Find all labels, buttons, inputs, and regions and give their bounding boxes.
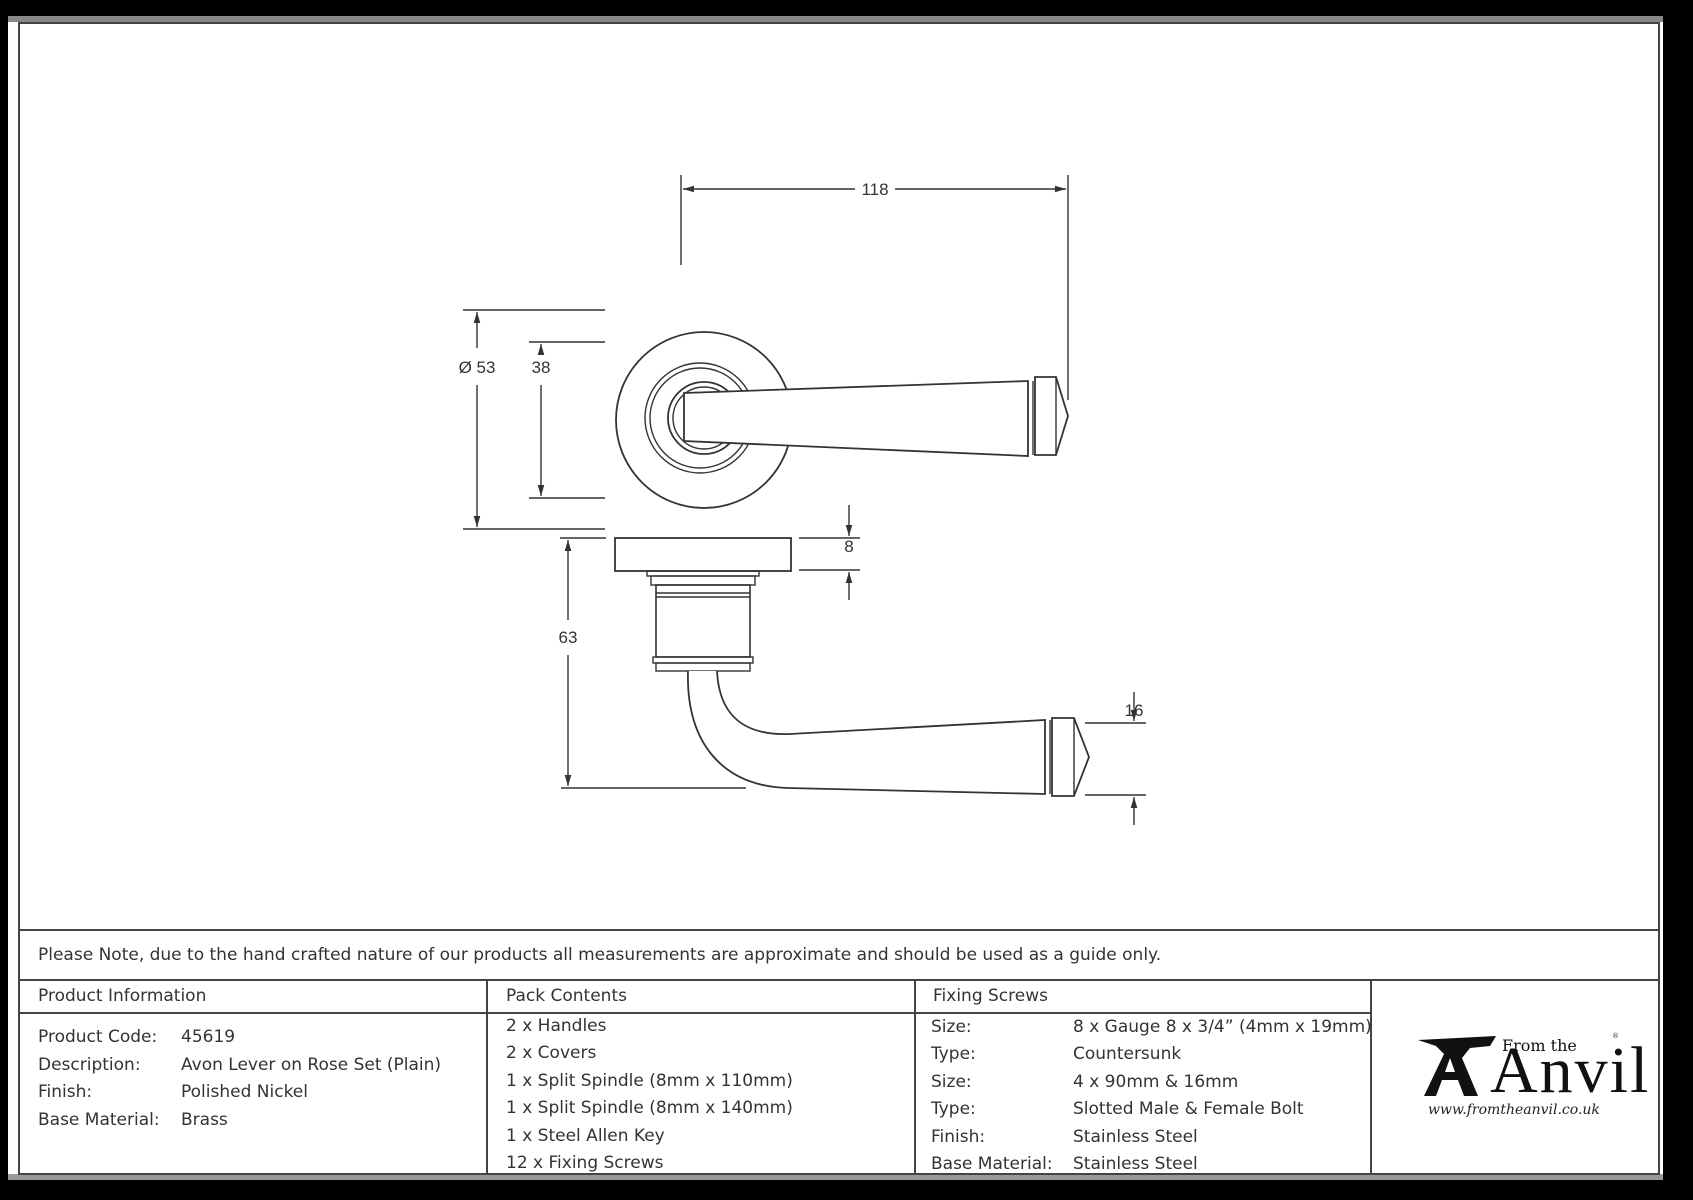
table-header-line [18, 1012, 1370, 1014]
screw-finish-label: Finish: [931, 1127, 986, 1147]
pack-item: 12 x Fixing Screws [506, 1153, 664, 1173]
finish-label: Finish: [38, 1082, 93, 1102]
product-code-label: Product Code: [38, 1027, 158, 1047]
description-label: Description: [38, 1055, 141, 1075]
product-info-header: Product Information [38, 986, 207, 1006]
description-value: Avon Lever on Rose Set (Plain) [181, 1055, 442, 1075]
pack-item: 1 x Steel Allen Key [506, 1126, 665, 1146]
logo-url: www.fromtheanvil.co.uk [1428, 1102, 1600, 1118]
pack-contents-header: Pack Contents [506, 986, 627, 1006]
technical-drawing: 118 Ø 53 38 8 63 16 [459, 175, 1146, 825]
screw-base-material-value: Stainless Steel [1073, 1154, 1198, 1174]
bolt-size-label: Size: [931, 1072, 972, 1092]
dim-projection: 63 [559, 628, 578, 647]
screw-type-value: Countersunk [1073, 1044, 1182, 1064]
table-top-line [18, 979, 1660, 981]
registered-mark: ® [1612, 1032, 1619, 1040]
fixing-screws-header: Fixing Screws [933, 986, 1048, 1006]
measurement-note: Please Note, due to the hand crafted nat… [38, 945, 1162, 965]
base-material-value: Brass [181, 1110, 228, 1130]
col-divider-1 [486, 979, 488, 1175]
dim-inner-rose: 38 [532, 358, 551, 377]
dim-rose-diameter: Ø 53 [459, 358, 496, 377]
pack-item: 2 x Covers [506, 1043, 597, 1063]
screw-size-value: 8 x Gauge 8 x 3/4” (4mm x 19mm) [1073, 1017, 1372, 1037]
pack-item: 2 x Handles [506, 1016, 607, 1036]
base-material-label: Base Material: [38, 1110, 160, 1130]
screw-size-label: Size: [931, 1017, 972, 1037]
product-code-value: 45619 [181, 1027, 236, 1047]
drawing-frame [18, 22, 1660, 1175]
pack-item: 1 x Split Spindle (8mm x 110mm) [506, 1071, 793, 1091]
screw-finish-value: Stainless Steel [1073, 1127, 1198, 1147]
note-divider [18, 929, 1660, 931]
screw-type-label: Type: [931, 1044, 976, 1064]
top-view [463, 175, 1069, 530]
bolt-type-label: Type: [931, 1099, 976, 1119]
side-view [560, 505, 1146, 825]
dim-tip-height: 16 [1125, 701, 1144, 720]
pack-item: 1 x Split Spindle (8mm x 140mm) [506, 1098, 793, 1118]
anvil-icon [1418, 1036, 1496, 1096]
dim-rose-thickness: 8 [844, 537, 853, 556]
bolt-type-value: Slotted Male & Female Bolt [1073, 1099, 1304, 1119]
finish-value: Polished Nickel [181, 1082, 308, 1102]
col-divider-2 [914, 979, 916, 1175]
bolt-size-value: 4 x 90mm & 16mm [1073, 1072, 1239, 1092]
logo-from-the: From the [1502, 1036, 1577, 1055]
col-divider-3 [1370, 979, 1372, 1175]
dim-118: 118 [861, 180, 888, 199]
logo-brand: Anvil [1490, 1034, 1651, 1107]
drawing-sheet [8, 16, 1663, 1180]
screw-base-material-label: Base Material: [931, 1154, 1053, 1174]
